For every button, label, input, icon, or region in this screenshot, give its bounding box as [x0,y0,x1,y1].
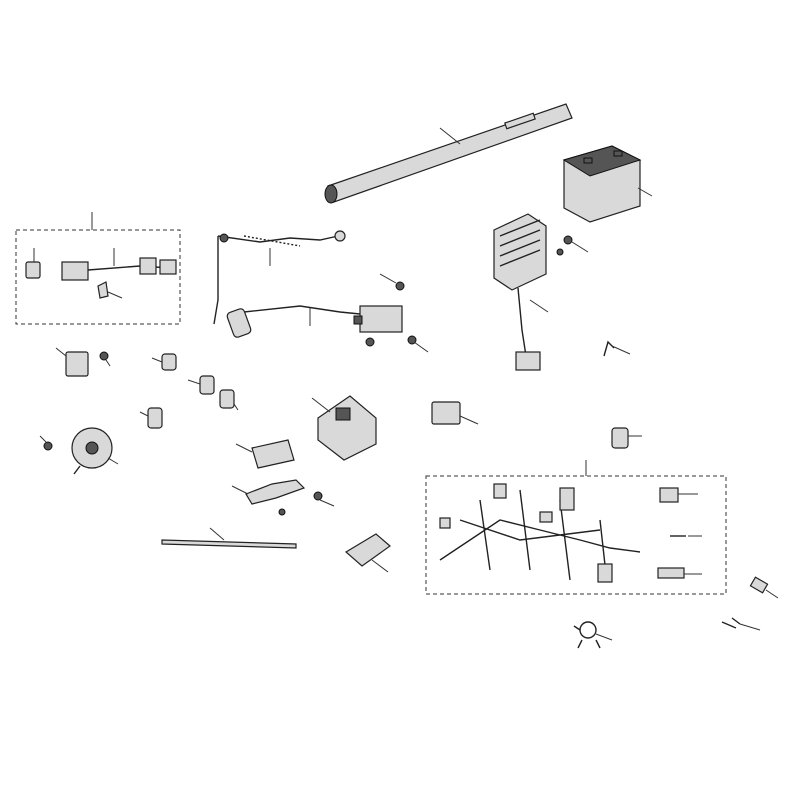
part-11-bolt [749,576,779,599]
part-23-bracket [235,439,295,469]
part-18-ignition-coil [226,305,403,347]
part-22-bracket [231,479,306,516]
part-30-relay [55,347,89,377]
part-14-relay [431,401,479,425]
part-16-nut [379,273,405,291]
part-7-wiring-harness [425,460,727,595]
part-6-cap [611,427,642,449]
part-29-bolt-lower [39,435,53,451]
part-21-rod [161,527,297,549]
part-24-bulb [219,389,239,411]
part-20-cover [344,533,391,573]
part-12-screw [721,617,761,631]
part-2-battery [562,145,653,223]
part-33-assembly [15,212,181,325]
part-25-bulb [187,375,215,395]
part-27-bulb [139,407,163,429]
part-19-cdi [311,395,377,461]
part-15-bolt [407,335,429,353]
part-8-connector [659,487,698,503]
part-1-tube [324,103,573,204]
part-5-terminal [603,340,631,357]
part-29-bolt-upper [99,351,111,367]
part-17-cable [213,230,346,325]
part-10-connector [657,567,702,579]
part-13-clamp [573,621,613,649]
part-26-bulb [151,353,177,371]
part-3-bolt-upper [556,235,589,256]
part-4-regulator [493,213,549,371]
part-3-bolt-lower [313,491,335,507]
part-28-horn [71,427,119,475]
